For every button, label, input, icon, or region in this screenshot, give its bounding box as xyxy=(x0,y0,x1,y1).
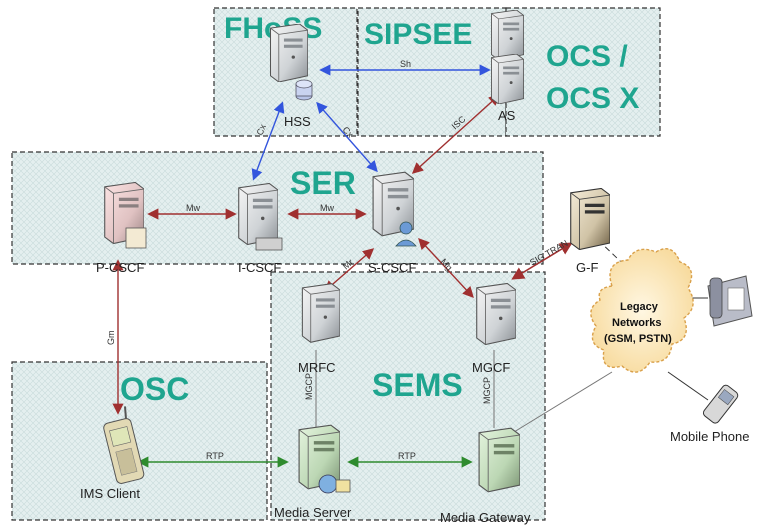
node-ims-client: IMS Client xyxy=(80,406,145,501)
link-label-mgcp-mg: MGCP xyxy=(482,377,492,404)
region-label-sems: SEMS xyxy=(372,367,463,403)
server-tower-icon xyxy=(478,427,520,493)
user-icon xyxy=(399,221,413,235)
node-gf: G-F xyxy=(570,188,610,275)
node-label-ims-client: IMS Client xyxy=(80,486,140,501)
link-label-mw-pi: Mw xyxy=(186,203,200,213)
node-media-server: Media Server xyxy=(274,424,352,520)
link-sigtran xyxy=(511,242,573,280)
node-label-pcscf: P-CSCF xyxy=(96,260,144,275)
link-label-gm: Gm xyxy=(106,331,116,346)
region-label-ocs-x: OCS X xyxy=(546,82,639,115)
node-as: AS xyxy=(491,10,524,123)
cloud-label-line1: Legacy xyxy=(620,301,659,313)
server-tower-icon xyxy=(269,24,308,82)
region-label-osc: OSC xyxy=(120,371,189,407)
node-label-gf: G-F xyxy=(576,260,598,275)
link-label-mw-is: Mw xyxy=(320,203,334,213)
keyboard-icon xyxy=(255,237,283,251)
region-label-ser: SER xyxy=(290,165,356,201)
cloud-icon xyxy=(590,248,694,373)
legacy-networks-cloud: Legacy Networks (GSM, PSTN) xyxy=(590,248,694,373)
node-icscf: I-CSCF xyxy=(238,182,283,275)
node-scscf: S-CSCF xyxy=(368,171,417,275)
node-label-hss: HSS xyxy=(284,114,311,129)
mobile-phone-icon xyxy=(103,406,145,484)
link-mg xyxy=(418,237,474,299)
node-label-mgcf: MGCF xyxy=(472,360,510,375)
server-tower-icon xyxy=(491,10,524,60)
node-label-media-gateway: Media Gateway xyxy=(440,510,531,525)
link-mr xyxy=(323,248,375,292)
link-label-mgcp-ms: MGCP xyxy=(304,373,314,400)
link-cx-scscf xyxy=(316,101,378,173)
mobile-phone-device: Mobile Phone xyxy=(670,384,750,444)
node-pcscf: P-CSCF xyxy=(96,181,147,275)
node-label-media-server: Media Server xyxy=(274,505,352,520)
region-label-sipsee: SIPSEE xyxy=(364,18,472,51)
server-tower-icon xyxy=(570,188,610,250)
desk-phone-icon xyxy=(707,275,753,327)
link-isc xyxy=(411,94,501,174)
link-label-sh: Sh xyxy=(400,59,411,69)
desk-phone xyxy=(707,275,753,327)
link-cx-icscf xyxy=(251,101,285,181)
region-osc xyxy=(11,361,268,521)
link-legacy-mobile xyxy=(667,371,709,401)
node-mrfc: MRFC xyxy=(298,283,340,375)
node-media-gateway: Media Gateway xyxy=(440,427,531,525)
globe-icon xyxy=(318,474,338,494)
link-label-rtp-client: RTP xyxy=(206,451,224,461)
node-mgcf: MGCF xyxy=(472,282,516,375)
node-label-mrfc: MRFC xyxy=(298,360,336,375)
server-tower-icon xyxy=(476,282,516,346)
node-label-as: AS xyxy=(498,108,516,123)
node-label-mobile-phone: Mobile Phone xyxy=(670,429,750,444)
server-tower-icon xyxy=(301,283,340,343)
mobile-handset-icon xyxy=(702,384,739,424)
link-label-rtp-gw: RTP xyxy=(398,451,416,461)
link-label-cx-icscf: Cx xyxy=(255,122,269,136)
server-tower-icon xyxy=(491,54,524,104)
cloud-label-line2: Networks xyxy=(612,317,662,329)
node-hss: HSS xyxy=(269,24,313,129)
server-tower-icon xyxy=(238,182,278,246)
node-label-scscf: S-CSCF xyxy=(368,260,416,275)
region-label-ocs: OCS / xyxy=(546,40,628,73)
cloud-label-line3: (GSM, PSTN) xyxy=(604,333,672,345)
node-label-icscf: I-CSCF xyxy=(238,260,281,275)
link-gateway-legacy xyxy=(513,371,613,433)
